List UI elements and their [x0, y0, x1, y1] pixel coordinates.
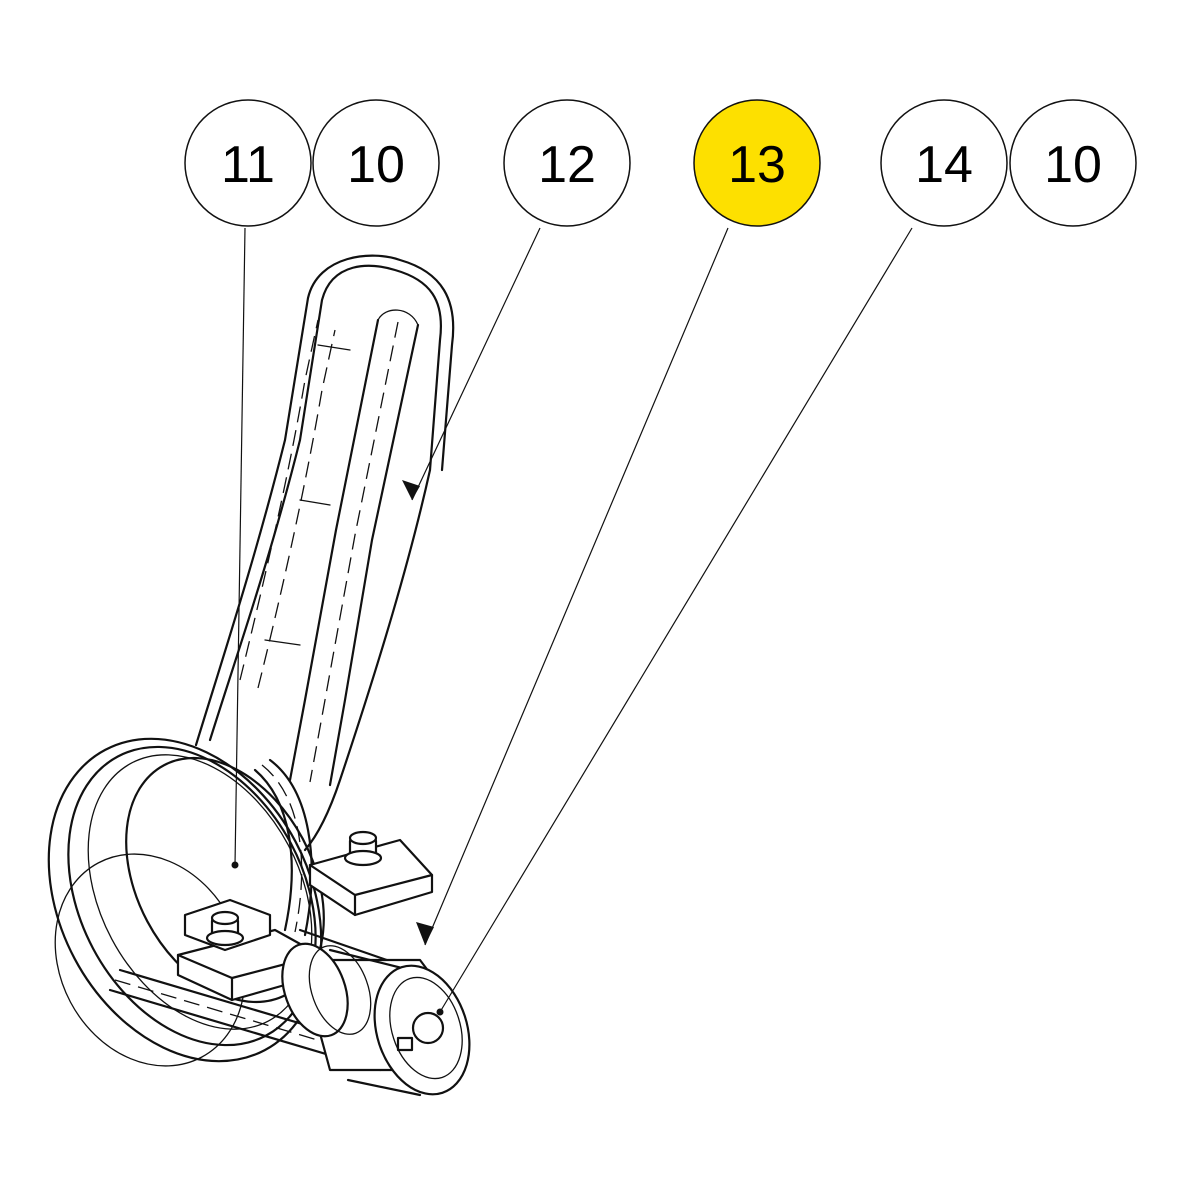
callout-label-10-right: 10 [1044, 136, 1102, 194]
callout-circle-12 [503, 99, 631, 227]
callout-label-12: 12 [538, 136, 596, 194]
large-pulley [47, 737, 325, 1067]
callout-10-left: 10 [312, 99, 440, 227]
leader-dot-14 [436, 1008, 444, 1016]
leader-14 [439, 227, 913, 1013]
callout-label-11: 11 [221, 136, 275, 194]
leader-dot-11 [231, 861, 239, 869]
arrowhead-13 [416, 922, 434, 945]
leader-12 [411, 227, 541, 501]
bolt-back [343, 830, 383, 867]
arrowhead-12 [402, 480, 420, 500]
callout-13: 13 [693, 99, 821, 227]
callout-circle-10-right [1009, 99, 1137, 227]
callout-circle-14 [880, 99, 1008, 227]
callout-label-14: 14 [915, 136, 973, 194]
bolt-front [205, 910, 245, 947]
belt-drive-assembly [47, 254, 471, 1097]
leader-11 [234, 227, 246, 866]
callout-11: 11 [184, 99, 312, 227]
leader-13 [424, 227, 729, 946]
callout-10-right: 10 [1009, 99, 1137, 227]
callout-14: 14 [880, 99, 1008, 227]
leader-lines [231, 227, 913, 1016]
callout-circle-13 [693, 99, 821, 227]
callout-circle-10-left [312, 99, 440, 227]
callout-circle-11 [184, 99, 312, 227]
callout-label-10-left: 10 [347, 136, 405, 194]
callout-label-13: 13 [728, 136, 786, 194]
callout-12: 12 [503, 99, 631, 227]
small-pulley [281, 942, 471, 1097]
long-belt [194, 254, 455, 852]
bracket-back [308, 838, 434, 917]
